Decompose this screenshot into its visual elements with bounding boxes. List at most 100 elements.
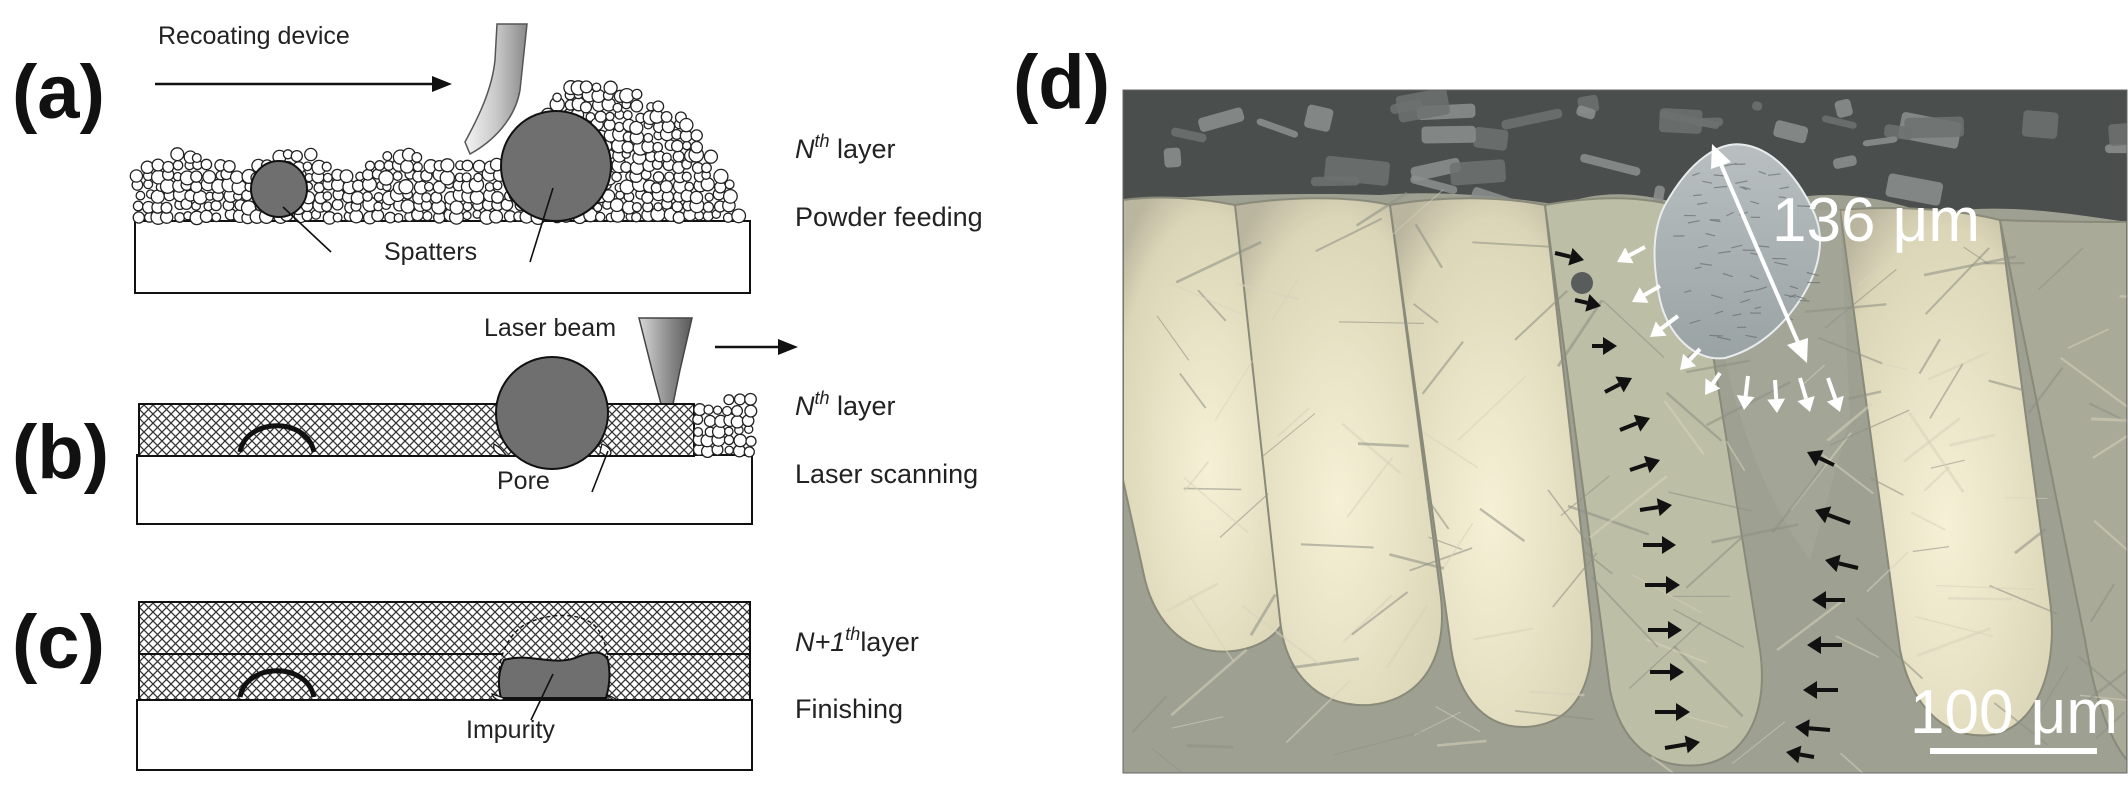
black-flow-arrow (1629, 455, 1660, 473)
grain-streak (1590, 575, 1659, 648)
grain-streak (1436, 739, 1487, 747)
powder-particle (690, 129, 703, 142)
powder-particle (339, 169, 354, 184)
grain-streak (1457, 375, 1527, 442)
recoater-blade-icon (464, 23, 528, 156)
melt-pool-track (1388, 197, 1593, 729)
powder-particle (491, 190, 504, 204)
black-flow-arrow (1639, 498, 1672, 517)
arrow-shaft (1743, 375, 1750, 397)
arrow-shaft (1773, 379, 1779, 400)
grain-streak (2014, 528, 2047, 555)
white-flow-arrow (1632, 284, 1661, 303)
melt-pool-track (1233, 197, 1443, 707)
powder-particle (162, 160, 175, 173)
grain-streak (1183, 477, 1250, 534)
powder-particle (671, 200, 684, 213)
powder-particle (743, 446, 755, 458)
powder-particle (670, 139, 684, 153)
powder-particle (704, 192, 714, 202)
arrow-shaft (1643, 284, 1661, 297)
powder-particle (722, 188, 738, 204)
dendrite-mark (1749, 274, 1760, 280)
dendrite-mark (1709, 334, 1723, 337)
grain-streak (2092, 434, 2127, 459)
substrate-b (136, 454, 753, 525)
grain-streak (1151, 748, 1184, 773)
dendrite-mark (1687, 220, 1700, 224)
grain-streak (1829, 409, 1910, 446)
black-flow-arrow (1655, 703, 1690, 721)
powder-particle (439, 170, 456, 186)
arrow-head (1680, 353, 1697, 370)
grain-streak (1912, 546, 1950, 553)
arrow-head (1676, 703, 1690, 721)
arrow-shaft (1818, 456, 1835, 467)
powder-particle (190, 180, 203, 194)
powder-particle (210, 199, 222, 212)
arrow-shaft (1808, 726, 1831, 732)
powder-particle (202, 169, 217, 184)
powder-particle (703, 149, 719, 164)
powder-particle (143, 179, 154, 190)
grain-streak (1602, 299, 1665, 359)
arrow-shaft (1629, 462, 1648, 472)
white-flow-arrow (1680, 347, 1702, 370)
white-flow-arrow (1797, 377, 1815, 412)
panel-a-label: (a) (12, 50, 105, 135)
laser-beam-label: Laser beam (484, 314, 616, 342)
powder-particle (382, 151, 393, 162)
grain-streak (1935, 584, 2035, 591)
arrow-shaft (1619, 421, 1638, 432)
arrow-shaft (1659, 314, 1680, 331)
powder-particle (631, 202, 643, 213)
grain-streak (1646, 638, 1708, 664)
resin-particle (1256, 118, 1299, 138)
grain-streak (1947, 597, 2013, 601)
spatter-leader-line (529, 187, 554, 263)
dendrite-mark (1693, 194, 1702, 197)
dendrite-mark (1697, 202, 1708, 205)
powder-particle (652, 171, 665, 183)
spatter-texture (1673, 162, 1820, 341)
black-flow-arrow (1648, 621, 1682, 639)
black-flow-arrow (1554, 248, 1584, 266)
grain-streak (1219, 493, 1269, 538)
resin-particle (1410, 157, 1461, 182)
layer-label-b: Nth layer (795, 388, 896, 421)
measurement-arrow (1711, 144, 1808, 363)
grain-streak (1908, 412, 1965, 494)
grain-streak (1910, 511, 1946, 531)
resin-particle (1659, 110, 1720, 130)
powder-particle (684, 181, 695, 192)
black-flow-arrow (1650, 663, 1684, 681)
grain-streak (1285, 679, 1352, 744)
dendrite-mark (1795, 295, 1807, 300)
powder-particle (364, 160, 376, 171)
grain-streak (1421, 340, 1465, 395)
black-flow-arrow (1574, 294, 1601, 312)
spatter-large (500, 110, 612, 222)
impurity-particle (497, 651, 611, 699)
powder-particle (579, 80, 593, 94)
dendrite-mark (1731, 244, 1743, 249)
black-flow-arrow (1815, 506, 1851, 525)
resin-particle (1580, 153, 1641, 176)
spatter-small (250, 160, 308, 218)
arrow-shaft (1827, 513, 1851, 525)
resin-particle (1421, 125, 1476, 144)
grain-streak (1357, 442, 1409, 448)
arrow-head (1662, 536, 1676, 554)
impurity-leader-line (530, 673, 554, 721)
dendrite-mark (1722, 272, 1734, 278)
powder-particle (392, 170, 403, 182)
arrow-head (1650, 321, 1667, 337)
powder-particle (440, 158, 455, 173)
arrow-head (1786, 745, 1802, 764)
powder-particle (713, 168, 729, 185)
dendrite-mark (1750, 200, 1760, 205)
grain-streak (1473, 627, 1533, 641)
powder-particle (619, 179, 635, 195)
grain-streak (1589, 475, 1668, 539)
